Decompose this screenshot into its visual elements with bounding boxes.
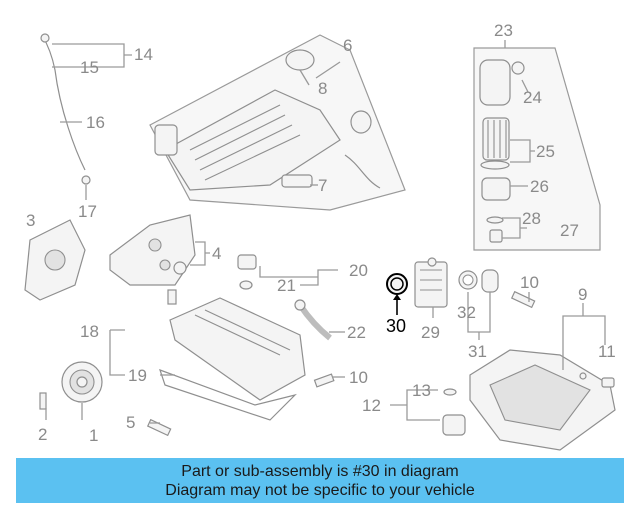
callout-10b: 10 <box>520 273 539 292</box>
callout-20: 20 <box>349 261 368 280</box>
callout-labels: 14 15 16 17 6 8 7 3 4 23 24 25 26 28 27 … <box>26 21 616 445</box>
crank-pulley <box>39 361 103 410</box>
callout-15: 15 <box>80 58 99 77</box>
callout-6: 6 <box>343 36 352 55</box>
callout-17: 17 <box>78 202 97 221</box>
callout-21: 21 <box>277 276 296 295</box>
callout-3: 3 <box>26 211 35 230</box>
info-banner: Part or sub-assembly is #30 in diagram D… <box>16 458 624 503</box>
callout-1: 1 <box>89 426 98 445</box>
callout-5: 5 <box>126 413 135 432</box>
callout-28: 28 <box>522 209 541 228</box>
callout-25: 25 <box>536 142 555 161</box>
part-30-seal <box>386 273 408 295</box>
callout-23: 23 <box>494 21 513 40</box>
callout-31: 31 <box>468 342 487 361</box>
callout-7: 7 <box>318 176 327 195</box>
oil-filter-panel <box>473 47 601 251</box>
callout-4: 4 <box>212 244 221 263</box>
timing-covers <box>24 214 196 301</box>
oil-cooler <box>414 257 448 308</box>
valve-cover <box>159 289 306 421</box>
callout-26: 26 <box>530 177 549 196</box>
intake-manifold-panel <box>149 34 406 211</box>
parts-diagram: 14 15 16 17 6 8 7 3 4 23 24 25 26 28 27 … <box>24 21 616 451</box>
leader-lines <box>45 40 606 424</box>
callout-29: 29 <box>421 323 440 342</box>
callout-11: 11 <box>598 342 616 361</box>
callout-18: 18 <box>80 322 99 341</box>
banner-line-1: Part or sub-assembly is #30 in diagram <box>181 462 459 480</box>
banner-line-2: Diagram may not be specific to your vehi… <box>165 481 475 499</box>
callout-12: 12 <box>362 396 381 415</box>
callout-14: 14 <box>134 45 153 64</box>
callout-16: 16 <box>86 113 105 132</box>
callout-19: 19 <box>128 366 147 385</box>
callout-2: 2 <box>38 425 47 444</box>
sensor-parts <box>237 254 332 341</box>
callout-13: 13 <box>412 381 431 400</box>
callout-24: 24 <box>523 88 542 107</box>
callout-27: 27 <box>560 221 579 240</box>
callout-10a: 10 <box>349 368 368 387</box>
seal-parts <box>458 269 499 293</box>
callout-8: 8 <box>318 79 327 98</box>
callout-30: 30 <box>386 316 406 336</box>
callout-9: 9 <box>578 285 587 304</box>
callout-32: 32 <box>457 303 476 322</box>
dipstick-group <box>40 33 91 185</box>
callout-22: 22 <box>347 323 366 342</box>
oil-pan <box>442 349 616 451</box>
part-30-arrowhead <box>393 294 401 300</box>
